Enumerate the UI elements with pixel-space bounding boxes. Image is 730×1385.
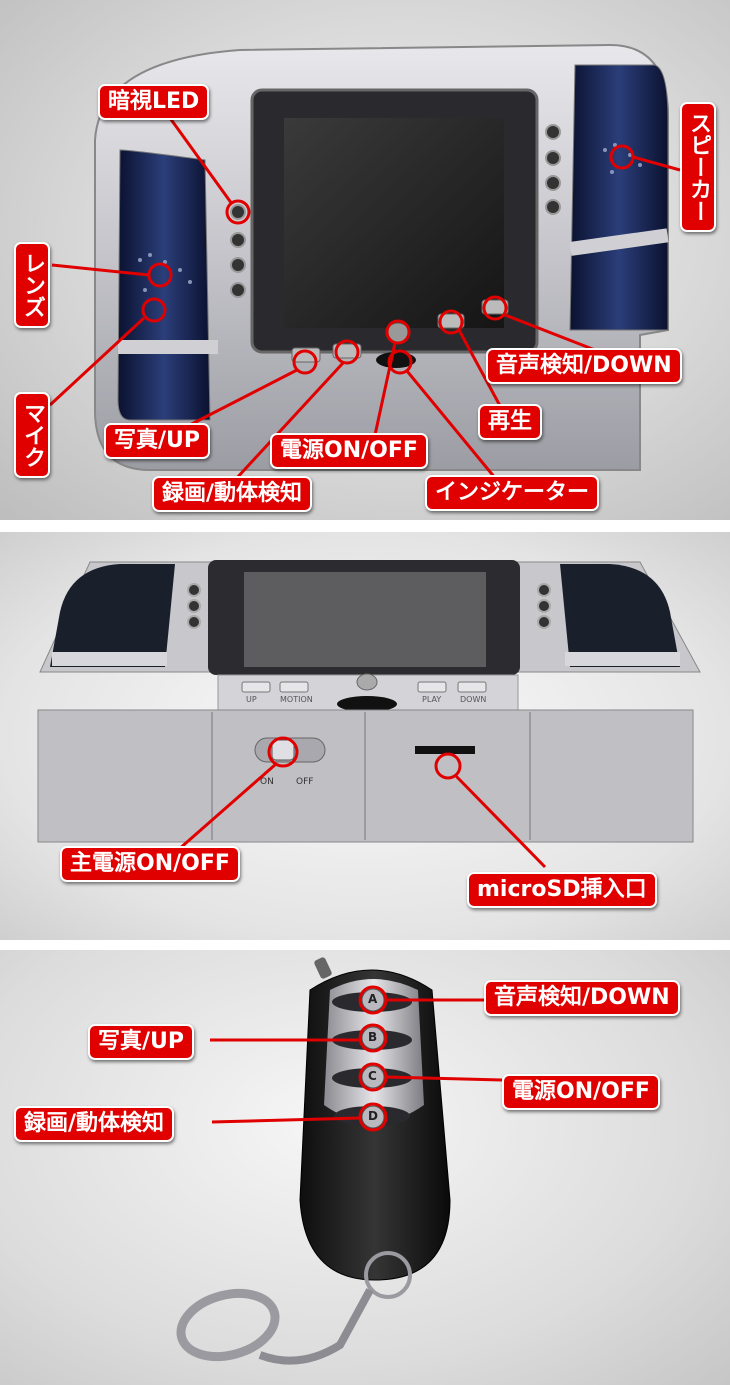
leds <box>187 583 551 629</box>
panel-top-view: UP MOTION PLAY DOWN ON OFF 主電源ON/OFF mic… <box>0 532 730 940</box>
led-column-right <box>545 124 561 215</box>
key-chain <box>258 1288 374 1365</box>
switch-text-off: OFF <box>296 777 314 787</box>
remote-control-photo <box>176 957 503 1365</box>
snap-hook <box>176 1288 280 1362</box>
switch-text-on: ON <box>260 777 274 787</box>
panel-remote-control: A B C D 音声検知/DOWN 写真/UP 電源ON/OFF 録画/動体検知 <box>0 950 730 1385</box>
left-speaker-top <box>50 564 175 667</box>
label-night-led: 暗視LED <box>98 84 210 120</box>
device-text-down: DOWN <box>460 695 487 704</box>
remote-buttons <box>361 988 385 1129</box>
device-text-play: PLAY <box>422 695 442 704</box>
highlight-circles <box>141 144 635 375</box>
label-mic: マイク <box>14 392 50 478</box>
label-power: 電源ON/OFF <box>270 433 428 469</box>
label-microsd: microSD挿入口 <box>467 872 657 908</box>
right-speaker-top <box>560 564 680 667</box>
left-speaker-band <box>118 340 218 354</box>
remote-antenna <box>314 957 332 979</box>
microsd-slot <box>415 746 475 754</box>
left-band <box>52 652 167 666</box>
camera-clock-top-photo <box>37 560 701 869</box>
lcd-screen <box>244 572 486 667</box>
device-text-up: UP <box>246 695 257 704</box>
center-button <box>356 673 378 691</box>
label-voice-down: 音声検知/DOWN <box>484 980 680 1016</box>
label-indicator: インジケーター <box>425 475 600 511</box>
label-speaker: スピーカー <box>680 102 716 232</box>
camera-clock-front-photo <box>48 43 681 491</box>
label-photo-up: 写真/UP <box>104 423 211 459</box>
top-buttons <box>241 681 487 693</box>
led-column-left <box>230 204 246 298</box>
speaker-dots <box>138 143 642 292</box>
label-main-power: 主電源ON/OFF <box>60 846 240 882</box>
remote-letter-d: D <box>368 1109 378 1123</box>
device-text-motion: MOTION <box>280 695 313 704</box>
remote-letter-c: C <box>368 1069 377 1083</box>
leader-lines <box>48 117 681 491</box>
right-speaker-band <box>569 228 669 256</box>
leader-lines <box>169 762 547 869</box>
label-record-motion: 録画/動体検知 <box>152 476 313 512</box>
indicator-window <box>376 352 416 368</box>
lcd-screen <box>284 118 504 328</box>
label-power: 電源ON/OFF <box>502 1074 660 1110</box>
label-photo-up: 写真/UP <box>88 1024 195 1060</box>
key-ring <box>364 1251 412 1299</box>
right-band <box>565 652 680 666</box>
remote-letter-b: B <box>368 1030 378 1044</box>
label-lens: レンズ <box>14 242 50 328</box>
leader-lines <box>210 998 503 1124</box>
right-speaker-grille <box>569 64 669 331</box>
remote-letter-a: A <box>368 992 378 1006</box>
panel-front-view: 暗視LED スピーカー レンズ マイク 写真/UP 電源ON/OFF 録画/動体… <box>0 0 730 520</box>
indicator-window <box>337 696 397 712</box>
label-voice-down: 音声検知/DOWN <box>486 348 682 384</box>
highlight-circles <box>267 736 462 780</box>
label-record-motion: 録画/動体検知 <box>14 1106 175 1142</box>
label-play: 再生 <box>478 404 543 440</box>
